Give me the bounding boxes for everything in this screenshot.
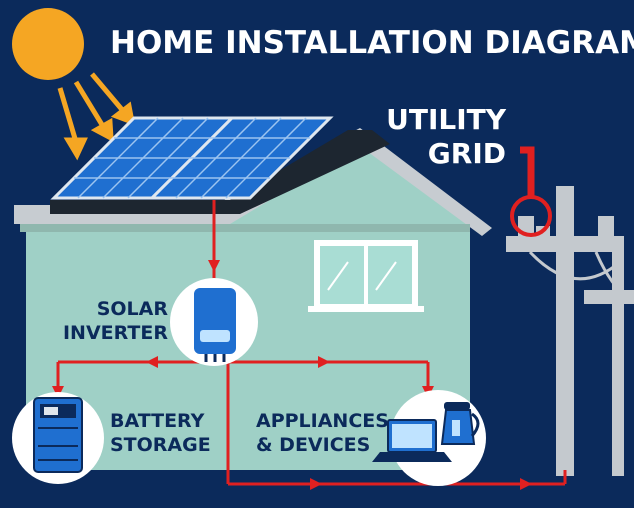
appliances-label-line2: & DEVICES xyxy=(256,434,371,456)
kettle-icon xyxy=(440,402,480,445)
battery-storage-label-line2: STORAGE xyxy=(110,434,211,456)
solar-panel-icon xyxy=(50,116,334,200)
utility-grid-label-line1: UTILITY xyxy=(386,103,506,136)
appliances-label-line1: APPLIANCES xyxy=(256,410,389,432)
inverter-icon xyxy=(170,278,258,366)
sun-rays xyxy=(57,72,136,161)
appliances-icon xyxy=(372,390,486,486)
battery-icon xyxy=(12,392,104,484)
laptop-icon xyxy=(372,419,452,462)
solar-inverter-label-line2: INVERTER xyxy=(62,322,168,344)
diagram-title: HOME INSTALLATION DIAGRAM xyxy=(110,25,634,61)
utility-grid-label-line2: GRID xyxy=(427,137,506,170)
grid-connection-marker xyxy=(510,146,552,237)
battery-storage-label-line1: BATTERY xyxy=(110,410,205,432)
utility-pole-icon xyxy=(506,186,634,476)
solar-inverter-label-line1: SOLAR xyxy=(96,298,168,320)
window-icon xyxy=(308,240,424,312)
sun-icon xyxy=(12,8,84,80)
